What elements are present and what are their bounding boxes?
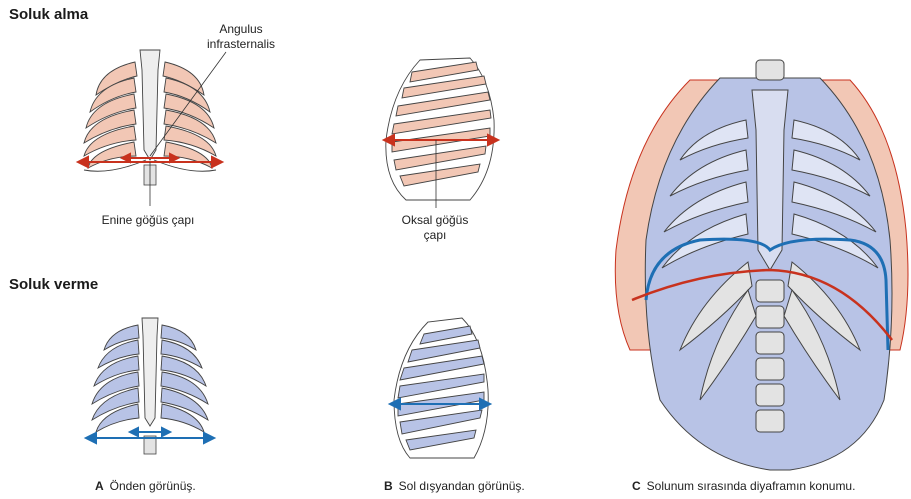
ribcage-diaphragm	[0, 0, 911, 499]
